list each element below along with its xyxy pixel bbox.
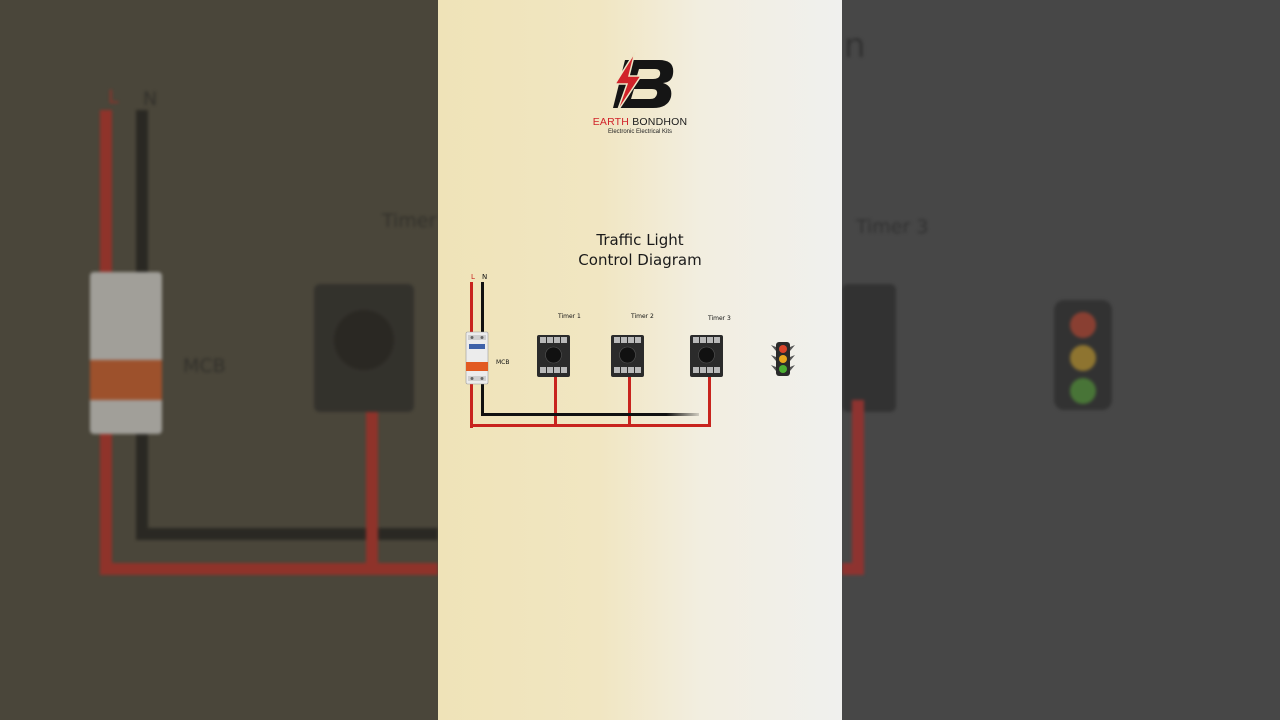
timer-3: [690, 335, 723, 377]
backdrop-timer3-label: Timer 3: [856, 216, 929, 238]
wiring-diagram: L N MCB: [465, 273, 795, 428]
traffic-light-icon: [771, 342, 795, 376]
timer-3-label: Timer 3: [707, 315, 731, 322]
neutral-wire: [481, 282, 699, 416]
brand-name: EARTH BONDHON: [438, 116, 842, 128]
backdrop-left: L N MCB Timer: [0, 0, 438, 720]
backdrop-title-fragment: n: [844, 26, 866, 66]
timer-1: [537, 335, 570, 377]
backdrop-right: Timer 3 n: [842, 0, 1280, 720]
mcb-breaker: [465, 331, 489, 385]
backdrop-neutral-label: N: [143, 88, 158, 110]
timer-2: [611, 335, 644, 377]
diagram-title: Traffic Light Control Diagram: [438, 230, 842, 270]
line-wire: [470, 282, 711, 428]
backdrop-right-zoomed-diagram: [842, 284, 1112, 575]
diagram-title-line2: Control Diagram: [578, 251, 702, 269]
backdrop-left-zoomed-diagram: [90, 110, 438, 575]
content-panel: EARTH BONDHON Electronic Electrical Kits…: [438, 0, 842, 720]
brand-tagline: Electronic Electrical Kits: [607, 129, 673, 135]
backdrop-mcb-label: MCB: [183, 355, 226, 377]
timer-2-label: Timer 2: [630, 313, 654, 320]
brand-name-bondhon: BONDHON: [632, 116, 688, 128]
lightning-b-logo-icon: [613, 52, 674, 112]
diagram-title-line1: Traffic Light: [596, 231, 684, 249]
brand-name-earth: EARTH: [592, 116, 630, 128]
backdrop-timer-label: Timer: [382, 210, 437, 232]
line-label: L: [471, 273, 475, 281]
backdrop-line-label: L: [108, 86, 119, 108]
neutral-label: N: [482, 273, 487, 281]
mcb-label: MCB: [496, 359, 509, 366]
timer-1-label: Timer 1: [557, 313, 581, 320]
